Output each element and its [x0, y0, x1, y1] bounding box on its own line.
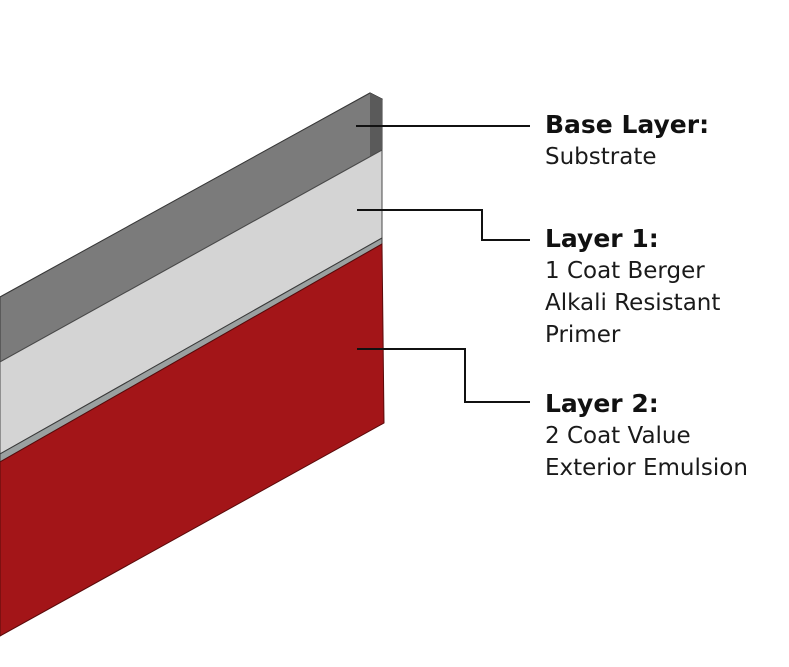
base-layer-desc-line-1: Substrate — [545, 144, 657, 170]
layer-2-label: Layer 2: 2 Coat Value Exterior Emulsion — [545, 388, 748, 484]
layer-2-title: Layer 2: — [545, 389, 659, 418]
leader-line-layer-1 — [357, 209, 530, 241]
substrate-layer — [0, 92, 384, 363]
layer-1-desc-line-3: Primer — [545, 322, 621, 348]
layer-2-desc-line-2: Exterior Emulsion — [545, 455, 748, 481]
leader-line-layer-2 — [357, 348, 530, 403]
layer-1-desc-line-2: Alkali Resistant — [545, 290, 721, 316]
emulsion-layer — [0, 237, 385, 637]
layer-1-desc-line-1: 1 Coat Berger — [545, 258, 705, 284]
base-layer-label: Base Layer: Substrate — [545, 109, 709, 173]
emulsion-front-face — [0, 243, 385, 637]
layer-2-desc-line-1: 2 Coat Value — [545, 423, 691, 449]
substrate-side-face — [370, 93, 382, 156]
base-layer-title: Base Layer: — [545, 110, 710, 139]
layer-1-label: Layer 1: 1 Coat Berger Alkali Resistant … — [545, 223, 720, 351]
layer-1-title: Layer 1: — [545, 224, 659, 253]
